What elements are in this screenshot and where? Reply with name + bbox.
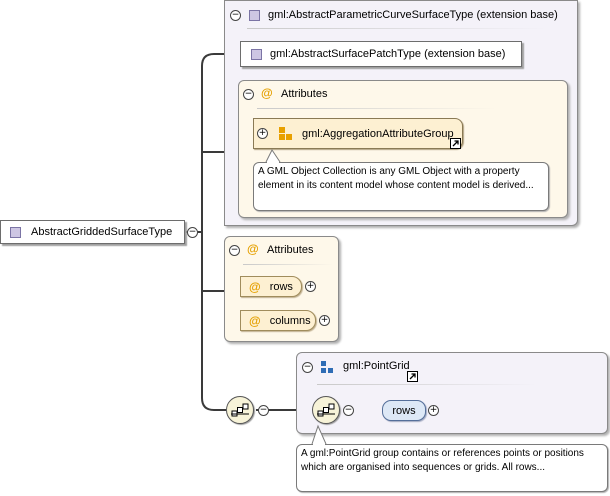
point-grid-container: − gml:PointGrid xyxy=(296,352,608,434)
attribute-icon: @ xyxy=(249,313,261,328)
sequence-icon xyxy=(231,403,249,417)
collapse-extension-button[interactable]: − xyxy=(230,10,241,21)
extension-base-label: gml:AbstractParametricCurveSurfaceType (… xyxy=(268,9,558,21)
divider xyxy=(257,108,497,109)
note-text: A GML Object Collection is any GML Objec… xyxy=(258,166,534,191)
point-grid-title: gml:PointGrid xyxy=(343,360,410,372)
expand-columns-attribute-button[interactable]: + xyxy=(319,315,330,326)
complex-type-icon xyxy=(10,226,21,238)
root-type-label: AbstractGriddedSurfaceType xyxy=(31,226,173,238)
attribute-rows[interactable]: @ rows xyxy=(240,276,302,297)
expand-rows-attribute-button[interactable]: + xyxy=(305,281,316,292)
extension-base-title: gml:AbstractParametricCurveSurfaceType (… xyxy=(247,7,558,23)
attributes-heading: Attributes xyxy=(267,244,314,256)
complex-type-icon xyxy=(251,48,262,60)
collapse-attributes-button[interactable]: − xyxy=(243,89,254,100)
surface-patch-base-label: gml:AbstractSurfacePatchType (extension … xyxy=(270,48,506,60)
divider xyxy=(243,264,333,265)
collapse-sequence-button[interactable]: − xyxy=(343,405,354,416)
attribute-group-icon xyxy=(279,127,292,140)
point-grid-note: A gml:PointGrid group contains or refere… xyxy=(296,444,608,492)
collapse-sequence-button[interactable]: − xyxy=(258,405,269,416)
attribute-icon: @ xyxy=(247,242,259,256)
aggregation-group-note: A GML Object Collection is any GML Objec… xyxy=(253,162,549,211)
reference-arrow-icon[interactable] xyxy=(450,138,461,149)
element-rows[interactable]: rows xyxy=(382,400,426,421)
note-text: A gml:PointGrid group contains or refere… xyxy=(301,448,584,473)
aggregation-attribute-group-label: gml:AggregationAttributeGroup xyxy=(302,127,454,140)
expand-group-button[interactable]: + xyxy=(257,128,268,139)
sequence-compositor-icon[interactable] xyxy=(312,396,340,424)
root-type-box[interactable]: AbstractGriddedSurfaceType xyxy=(0,220,185,244)
attribute-columns-label: columns xyxy=(269,314,311,327)
complex-type-icon xyxy=(249,9,260,21)
attributes-heading: Attributes xyxy=(281,88,328,100)
collapse-attributes-button[interactable]: − xyxy=(229,245,240,256)
attribute-icon: @ xyxy=(249,279,261,294)
attribute-rows-label: rows xyxy=(269,280,293,293)
collapse-point-grid-button[interactable]: − xyxy=(302,362,313,373)
model-group-icon xyxy=(321,361,333,373)
attribute-columns[interactable]: @ columns xyxy=(240,310,316,331)
aggregation-attribute-group-box[interactable]: gml:AggregationAttributeGroup xyxy=(253,118,463,149)
surface-patch-base-box[interactable]: gml:AbstractSurfacePatchType (extension … xyxy=(240,41,522,67)
element-rows-label: rows xyxy=(392,404,416,417)
attribute-icon: @ xyxy=(261,86,273,100)
sequence-compositor-icon[interactable] xyxy=(226,396,254,424)
divider xyxy=(317,384,537,385)
expand-rows-element-button[interactable]: + xyxy=(428,405,439,416)
collapse-root-button[interactable]: − xyxy=(187,227,198,238)
divider xyxy=(247,28,547,29)
reference-arrow-icon[interactable] xyxy=(407,371,418,382)
sequence-icon xyxy=(317,403,335,417)
